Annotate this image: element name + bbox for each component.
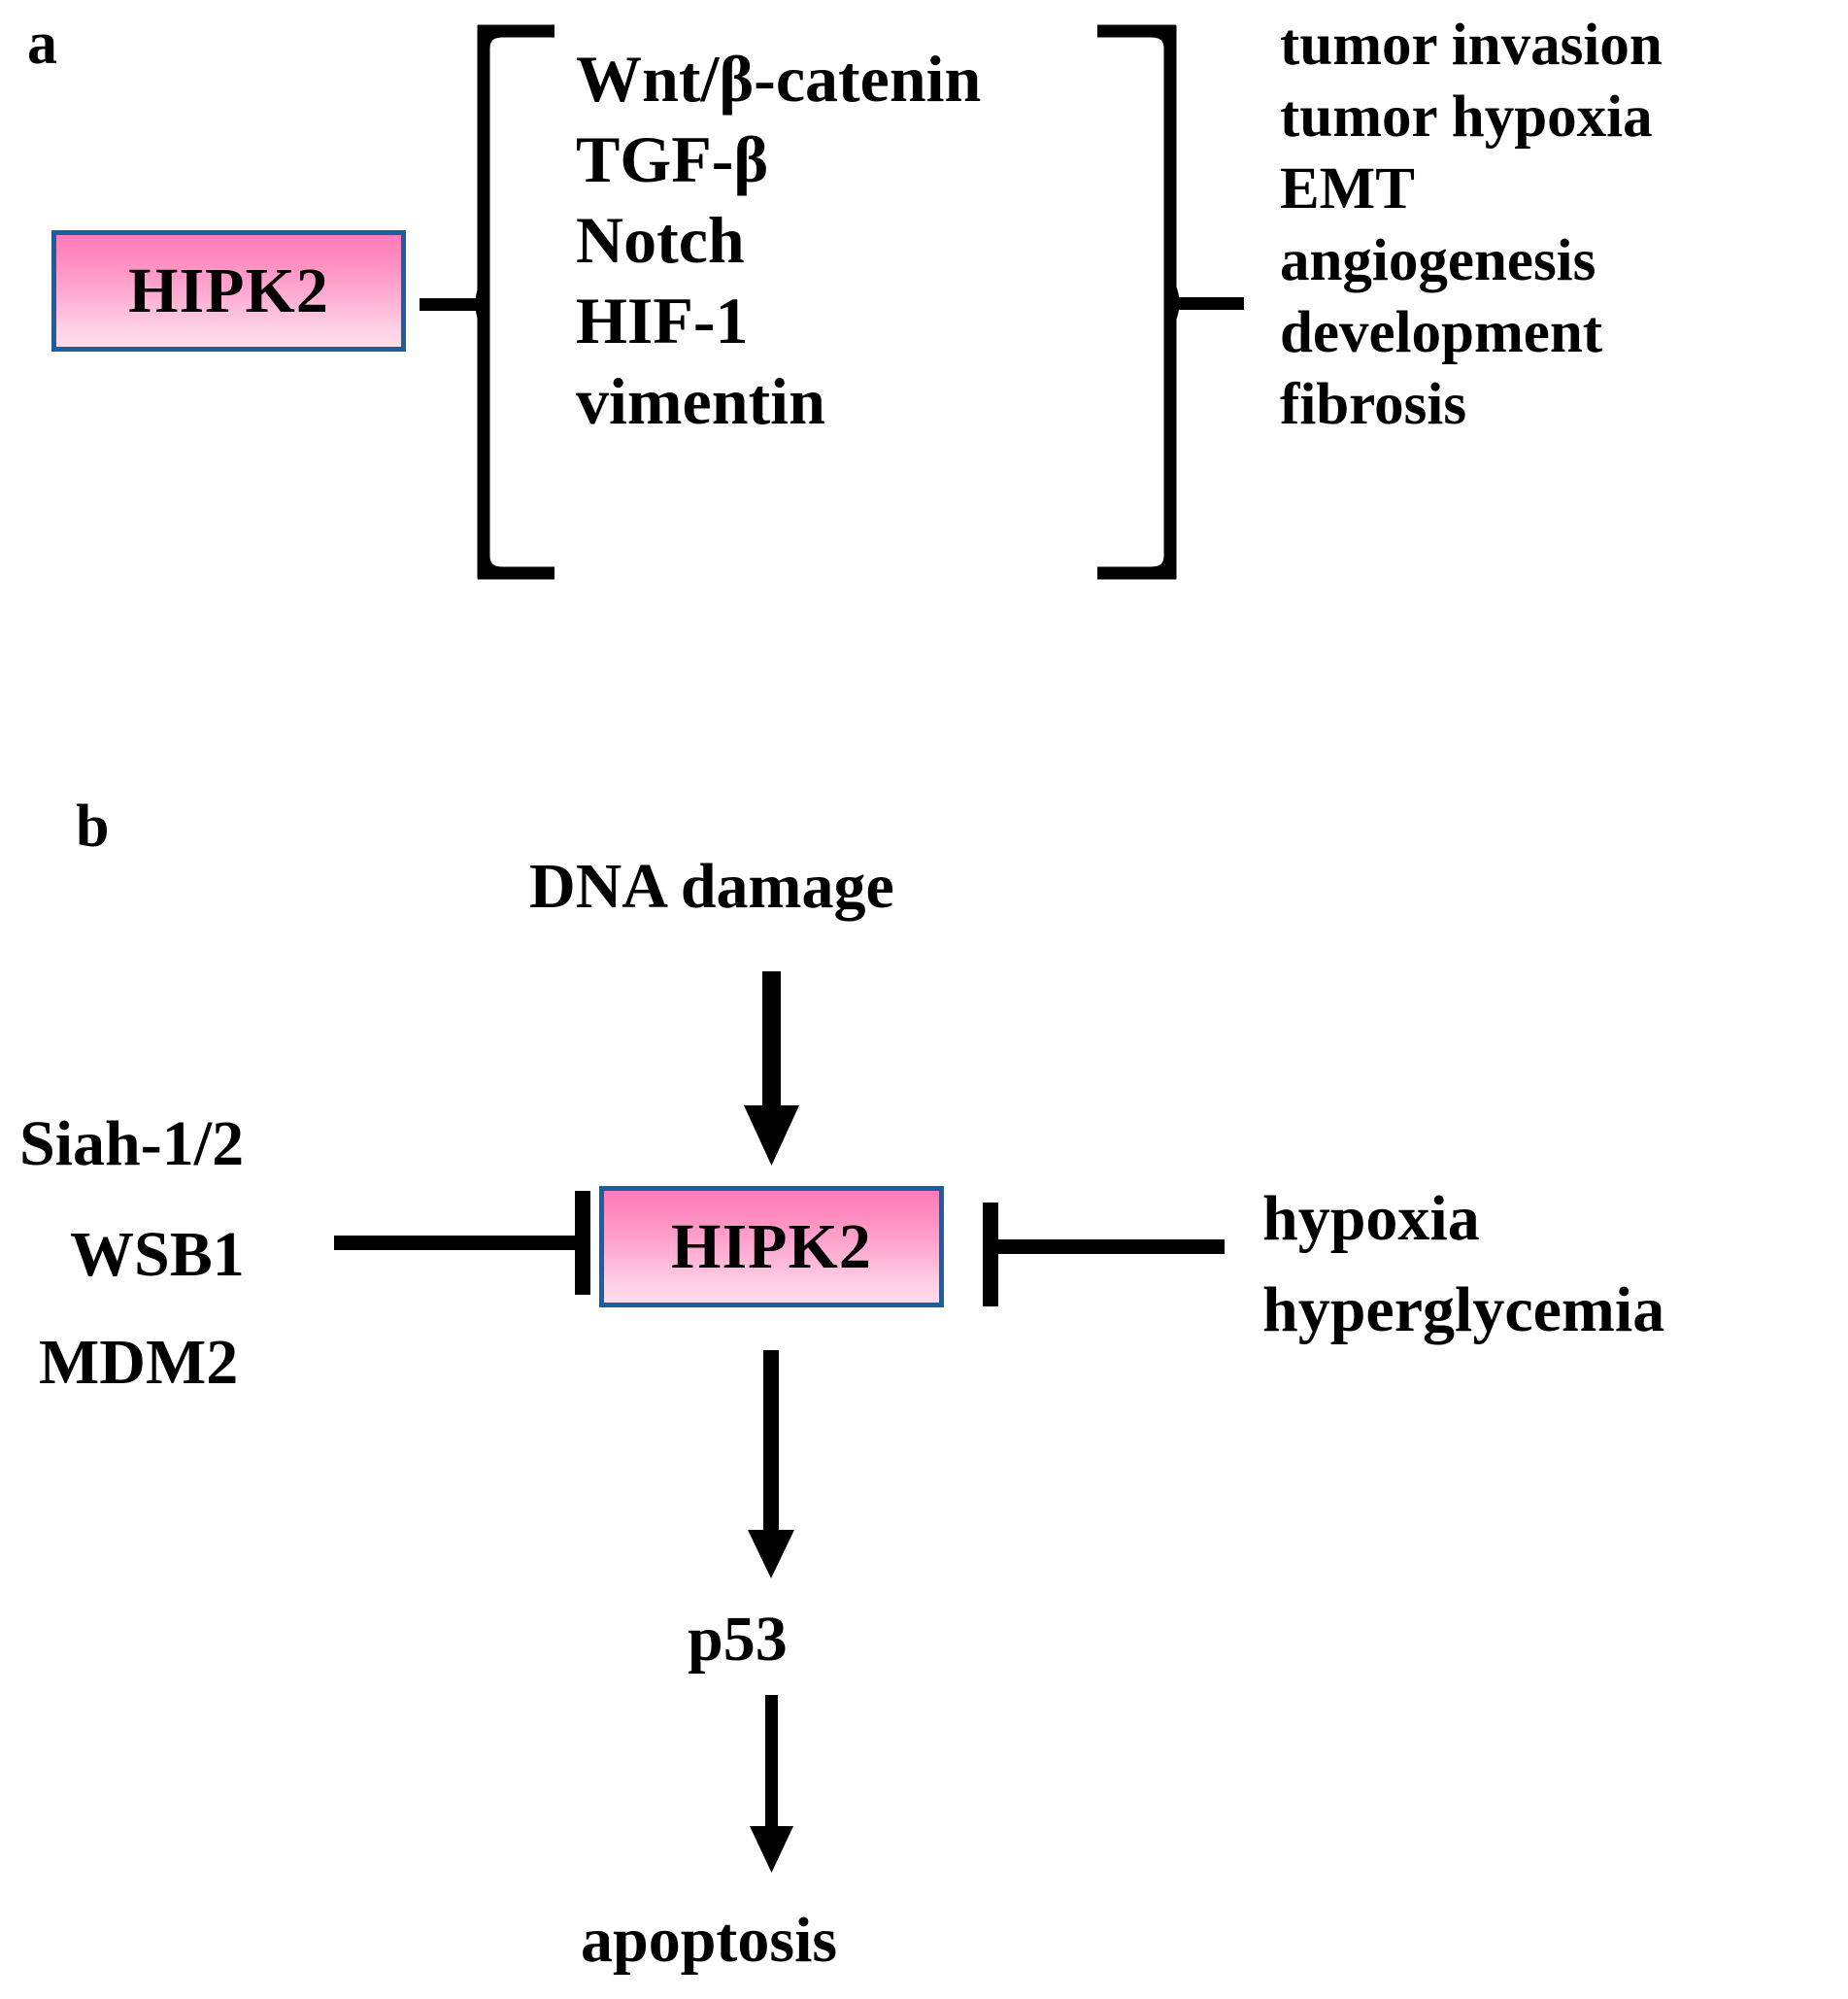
outcome-item: EMT: [1280, 156, 1415, 221]
panel-a-right-brace-mid-point-icon: [1164, 283, 1180, 323]
panel-b-arrow-hipk2-to-p53: [748, 1350, 794, 1578]
outcome-item: fibrosis: [1280, 372, 1467, 437]
panel-a-pathway-list: Wnt/β-catenin TGF-β Notch HIF-1 vimentin: [576, 46, 1003, 449]
pathway-item: Notch: [576, 203, 745, 277]
panel-a-left-bracket-mid-nub-icon: [475, 286, 489, 322]
panel-a-hipk2-label: HIPK2: [128, 254, 329, 326]
pathway-item: TGF-β: [576, 122, 769, 196]
pathway-item: Wnt/β-catenin: [576, 42, 982, 116]
panel-a-left-bracket-corner-bottom-icon: [477, 555, 504, 580]
panel-a-hipk2-node[interactable]: HIPK2: [51, 230, 406, 352]
panel-b-left-inhibitor-siah: Siah-1/2: [19, 1108, 245, 1179]
panel-b-stimulus-label: DNA damage: [529, 851, 894, 922]
panel-b-downstream-p53: p53: [688, 1604, 788, 1675]
panel-b-letter: b: [76, 794, 110, 860]
panel-b-arrow-dnadamage-to-hipk2: [744, 971, 799, 1166]
panel-a-right-brace-corner-bottom-icon: [1150, 555, 1177, 580]
outcome-item: development: [1280, 300, 1603, 365]
panel-b-left-inhibitor-mdm2: MDM2: [39, 1327, 239, 1398]
panel-b-arrow-p53-to-apoptosis: [750, 1695, 793, 1873]
panel-a-outcome-list: tumor invasion tumor hypoxia EMT angioge…: [1280, 16, 1833, 447]
panel-a-brace-out-stub: [1174, 297, 1244, 310]
panel-b-inhibitor-tbar-right: [983, 1203, 1225, 1306]
outcome-item: tumor hypoxia: [1280, 85, 1653, 150]
panel-b-downstream-apoptosis: apoptosis: [581, 1905, 838, 1976]
pathway-item: HIF-1: [576, 284, 749, 357]
panel-b-inhibitor-tbar-left: [334, 1191, 590, 1295]
panel-a-node-stub: [420, 298, 480, 311]
panel-b-left-inhibitor-wsb1: WSB1: [70, 1219, 245, 1290]
panel-b-hipk2-node[interactable]: HIPK2: [599, 1186, 944, 1307]
panel-b-right-inhibitor-hypoxia: hypoxia: [1262, 1183, 1480, 1254]
panel-a-letter: a: [27, 11, 57, 77]
panel-b-right-inhibitor-hyperglycemia: hyperglycemia: [1262, 1274, 1665, 1345]
panel-b-hipk2-label: HIPK2: [671, 1210, 872, 1282]
outcome-item: angiogenesis: [1280, 228, 1596, 293]
panel-a-right-brace-corner-top-icon: [1150, 24, 1177, 50]
panel-a-left-bracket-corner-top-icon: [477, 24, 504, 50]
outcome-item: tumor invasion: [1280, 13, 1663, 78]
pathway-item: vimentin: [576, 364, 825, 438]
